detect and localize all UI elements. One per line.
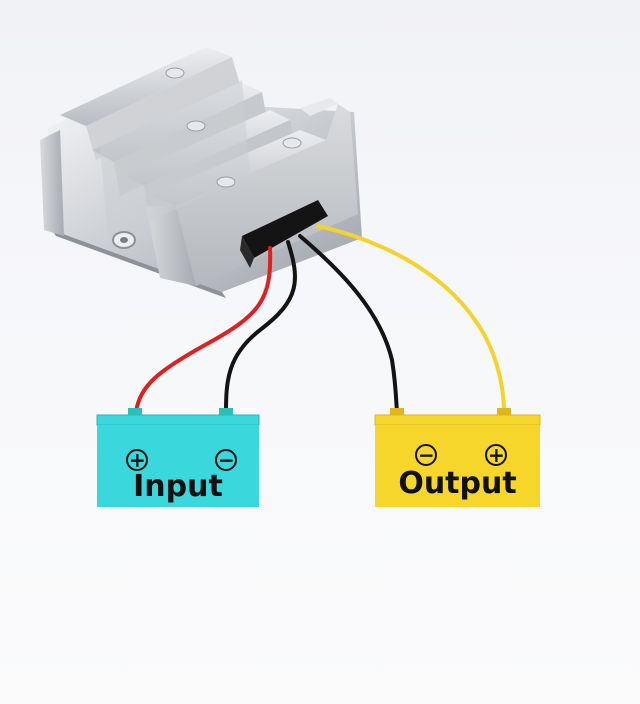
- input-negative-terminal: [219, 408, 233, 417]
- output-minus-symbol: −: [418, 443, 435, 467]
- plus-circle-icon: [126, 449, 148, 471]
- input-positive-terminal: [128, 408, 142, 417]
- output-label: Output: [398, 466, 517, 501]
- output-positive-wire: [316, 224, 506, 414]
- input-label: Input: [133, 469, 223, 504]
- heatsink-converter-icon: [40, 47, 362, 298]
- input-minus-symbol: −: [218, 448, 235, 472]
- output-plus-symbol: +: [488, 443, 505, 467]
- input-plus-symbol: +: [129, 448, 146, 472]
- minus-circle-icon: [415, 444, 437, 466]
- wire-group: [134, 224, 506, 414]
- input-positive-wire: [134, 246, 273, 414]
- minus-circle-icon: [215, 449, 237, 471]
- plus-circle-icon: [485, 444, 507, 466]
- output-battery: [374, 408, 541, 507]
- output-negative-terminal: [390, 408, 404, 417]
- output-negative-wire: [298, 234, 399, 414]
- input-battery: [96, 408, 260, 507]
- input-negative-wire: [224, 240, 297, 414]
- output-positive-terminal: [497, 408, 511, 417]
